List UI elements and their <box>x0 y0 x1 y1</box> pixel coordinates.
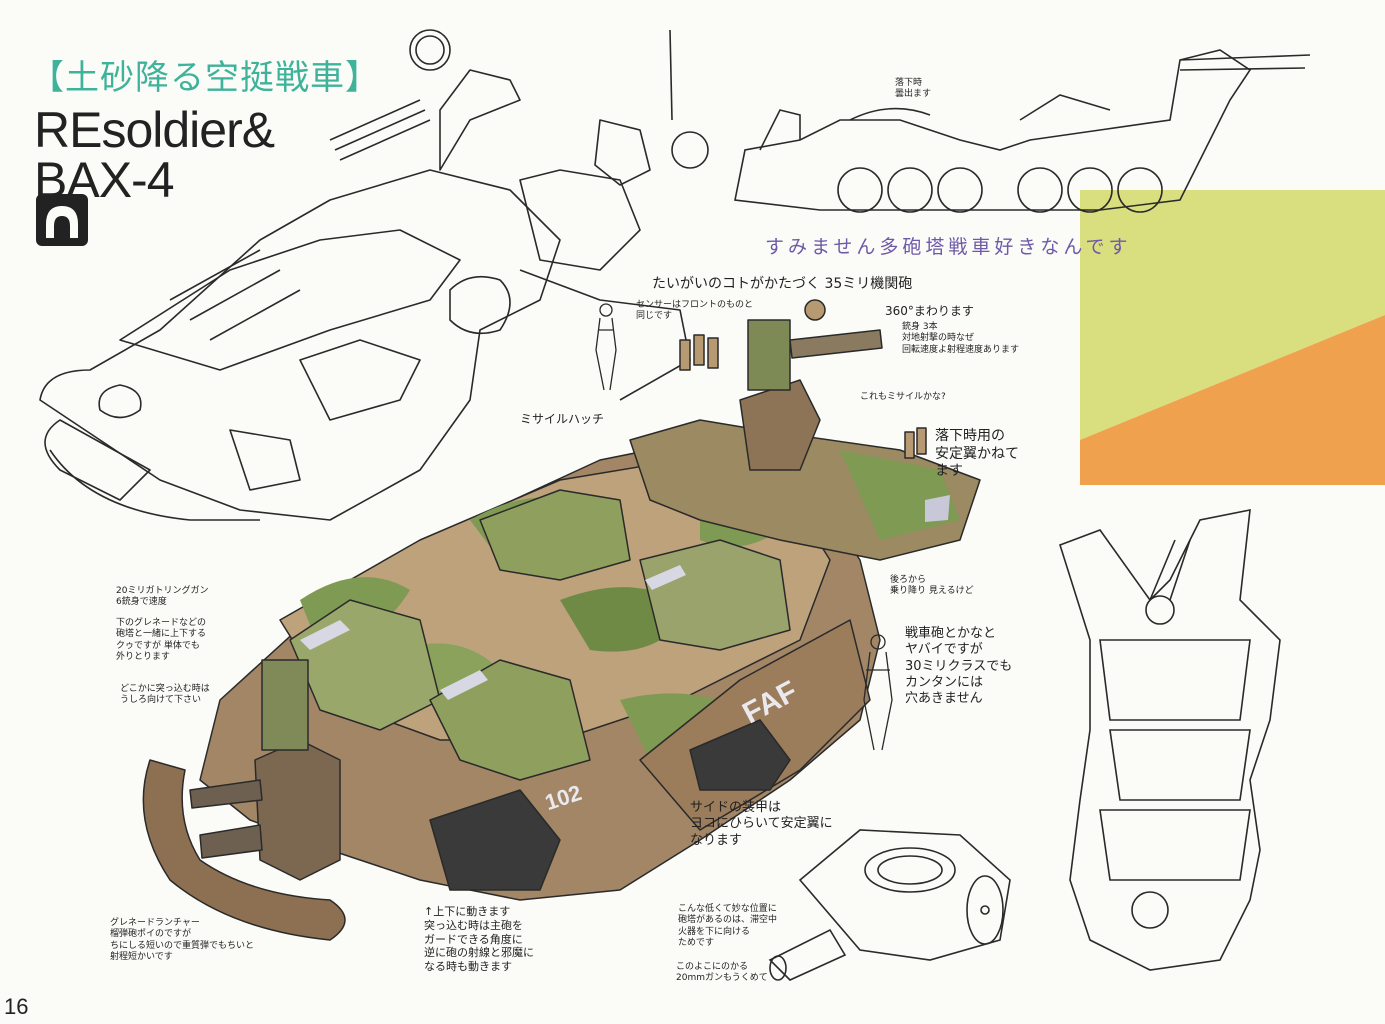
annotation-face-back: どこかに突っ込む時は うしろ向けて下さい <box>120 684 210 706</box>
annotation-grenade-launcher: グレネードランチャー 榴弾砲ポイのですが ちにしる短いので重質弾でもちいと 射程… <box>110 918 255 962</box>
annotation-stabilizer-drop: 落下時用の 安定翼かねて ます <box>935 428 1019 479</box>
annotation-low-position: こんな低くて妙な位置に 砲塔があるのは、滞空中 火器を下に向ける ためです <box>678 904 778 948</box>
sketch-side-view <box>734 49 1311 213</box>
helmet-emblem-icon <box>36 194 88 246</box>
annotation-vertical-move: ↑上下に動きます 突っ込む時は主砲を ガードできる角度に 逆に砲の射線と邪魔に … <box>424 905 534 973</box>
color-swatch-orange <box>1080 315 1385 485</box>
annotation-gatling-20mm: 20ミリガトリングガン 6銃身で速度 <box>116 586 209 608</box>
color-swatch-yellow <box>1080 190 1385 440</box>
figure-sketch-lower <box>863 634 893 751</box>
annotation-barrels: 銃身 3本 対地射撃の時なぜ 回転速度よ射程速度あります <box>902 322 1020 355</box>
page-number: 16 <box>4 994 29 1019</box>
page-subtitle: すみません多砲塔戦車好きなんです <box>765 236 1132 258</box>
sketch-top-view <box>1059 509 1281 971</box>
title-english-line-1: REsoldier& <box>34 102 275 158</box>
sketch-three-quarter-view <box>39 29 709 521</box>
annotation-mount-20mm: このよこにのかる 20mmガンもうくめて <box>676 962 768 984</box>
annotation-also-missile: これもミサイルかな? <box>860 392 946 402</box>
annotation-rear-boarding: 後ろから 乗り降り 見えるけど <box>890 575 974 597</box>
annotation-grenade-note: 下のグレネードなどの 砲塔と一緒に上下する クゥですが 単体でも 外りとります <box>116 618 207 662</box>
annotation-side-armor: サイドの装甲は ヨコにひらいて安定翼に なります <box>690 800 833 848</box>
annotation-rotation: 360°まわります <box>885 304 974 318</box>
annotation-missile-hatch: ミサイルハッチ <box>520 412 605 426</box>
annotation-sensor: センサーはフロントのものと 同じです <box>636 300 754 322</box>
annotation-drop-note: 落下時 曇出ます <box>895 78 932 100</box>
figure-sketch-upper <box>595 303 617 391</box>
page-title-japanese: 【土砂降る空挺戦車】 <box>30 58 380 98</box>
sketch-turret-detail <box>768 829 1011 981</box>
annotation-armor-note: 戦車砲とかなと ヤバイですが 30ミリクラスでも カンタンには 穴あきません <box>905 626 1013 706</box>
tank-colored-main <box>142 299 981 941</box>
annotation-cannon-35mm: たいがいのコトがかたづく 35ミリ機関砲 <box>652 276 913 292</box>
page-title-english: REsoldier& BAX-4 <box>34 102 275 205</box>
